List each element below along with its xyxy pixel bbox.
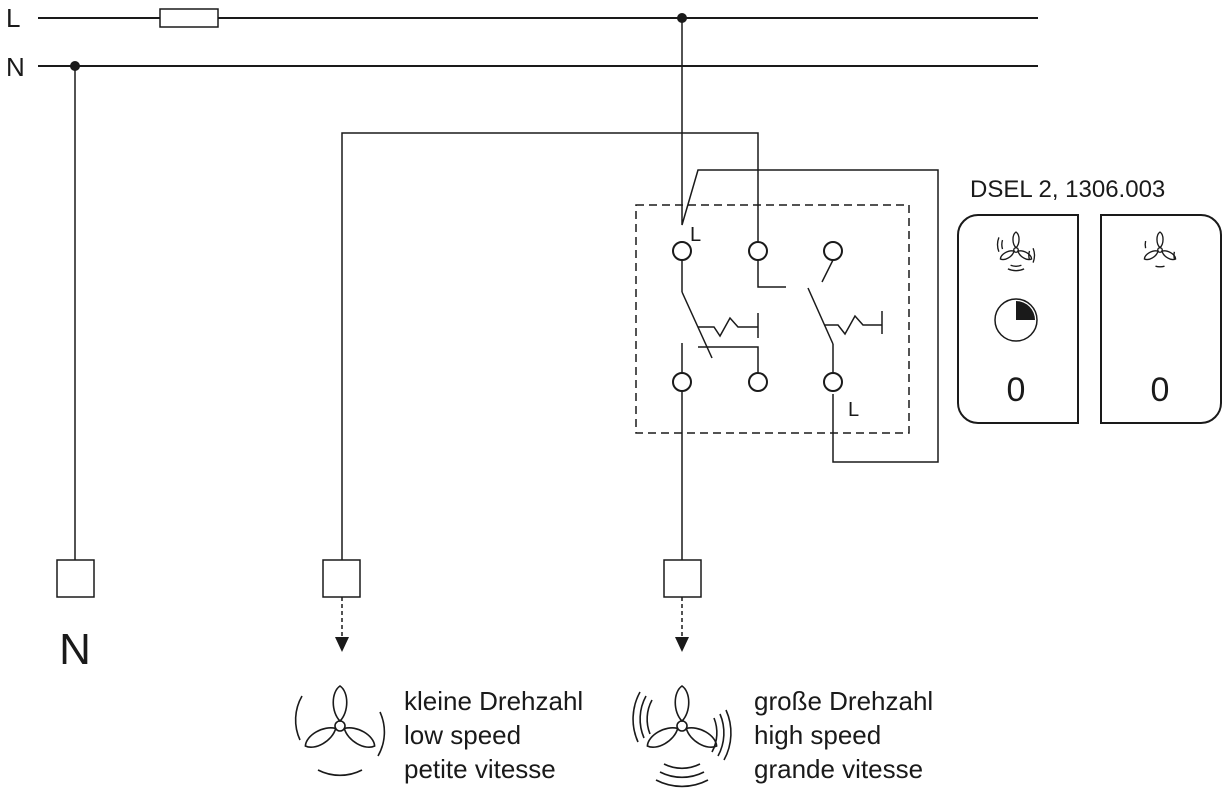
terminal-box-low (322, 559, 361, 598)
contact-right-lever (807, 287, 834, 345)
timer-icon (994, 298, 1038, 342)
contact-left-bridge (698, 346, 759, 373)
fan-low-speed-icon (1142, 231, 1178, 268)
low-speed-line-fr: petite vitesse (404, 754, 556, 784)
fuse (159, 8, 219, 28)
switch-enclosure (635, 204, 910, 434)
supply-lines: L N (6, 3, 1038, 82)
fan-high-speed-large-icon (632, 685, 732, 788)
terminal-bottom-2 (748, 372, 768, 392)
high-speed-caption: große Drehzahl high speed grande vitesse (754, 686, 940, 784)
contact-left-lever (681, 291, 713, 359)
terminal-top-3 (823, 241, 843, 261)
terminal-top-2 (748, 241, 768, 261)
high-speed-line-de: große Drehzahl (754, 686, 933, 716)
high-speed-line-en: high speed (754, 720, 881, 750)
rocker-left (957, 214, 1079, 424)
terminal-box-neutral (56, 559, 95, 598)
line-n-label: N (6, 52, 25, 82)
loop-wire (681, 18, 939, 463)
terminal-box-high (663, 559, 702, 598)
rocker-left-value: 0 (1007, 371, 1026, 409)
switch-schematic: L L (635, 204, 910, 434)
output-terminals: N (56, 559, 702, 674)
switch-front-view: DSEL 2, 1306.003 0 0 (957, 176, 1222, 424)
fan-low-speed-large-icon (294, 685, 386, 777)
contact-right-lead (821, 259, 834, 283)
terminal-bottom-3 (823, 372, 843, 392)
rocker-right (1100, 214, 1222, 424)
low-speed-arrow (335, 637, 349, 652)
terminal-l-bottom-label: L (848, 399, 859, 421)
terminal-l-top-label: L (690, 224, 701, 246)
low-speed-caption: kleine Drehzahl low speed petite vitesse (404, 686, 590, 784)
low-speed-wire (341, 132, 759, 560)
high-speed-line-fr: grande vitesse (754, 754, 923, 784)
connection-wires (74, 18, 939, 560)
terminal-top-1 (672, 241, 692, 261)
switch-model-label: DSEL 2, 1306.003 (970, 176, 1165, 203)
line-l-label: L (6, 3, 20, 33)
fan-high-speed-icon (996, 231, 1036, 272)
contact-left-actuator (698, 316, 758, 338)
neutral-terminal-label: N (59, 625, 91, 674)
speed-legend: kleine Drehzahl low speed petite vitesse… (294, 685, 940, 788)
high-speed-arrow (675, 637, 689, 652)
contact-right-actuator (824, 314, 882, 336)
rocker-right-value: 0 (1151, 371, 1170, 409)
terminal-bottom-1 (672, 372, 692, 392)
low-speed-line-de: kleine Drehzahl (404, 686, 583, 716)
contact-left-top-lead (757, 260, 786, 288)
low-speed-line-en: low speed (404, 720, 521, 750)
